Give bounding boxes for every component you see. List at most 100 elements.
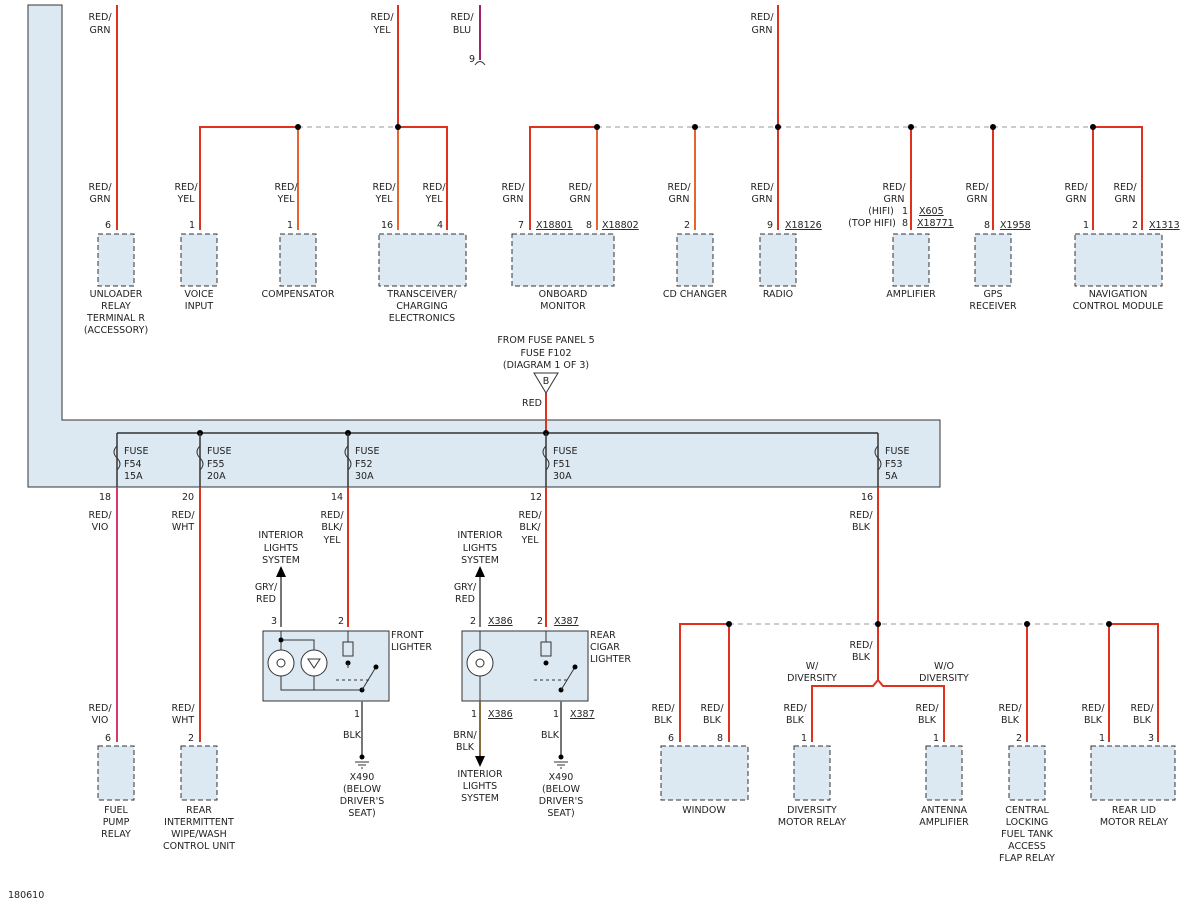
wire-label: RED/ <box>320 510 344 521</box>
fuse-label: FUSE <box>124 446 148 457</box>
pin-number: 7 <box>518 220 524 231</box>
bottom-right-wires <box>679 621 1159 742</box>
wire-label: RED/ <box>849 640 873 651</box>
connector-id: X605 <box>919 206 944 217</box>
ground-label: DRIVER'S <box>340 796 384 807</box>
wire-label: RED/ <box>651 703 675 714</box>
wire-label: GRN <box>966 194 987 205</box>
wire-label: GRN <box>751 194 772 205</box>
wire-label: BLK <box>852 652 871 663</box>
wire-label: RED/ <box>750 12 774 23</box>
ground-icon <box>355 754 369 769</box>
wire-label: RED/ <box>882 182 906 193</box>
ground-label: SEAT) <box>547 808 574 819</box>
ground-label: X490 <box>549 772 574 783</box>
wire-label: BLK/ <box>519 522 541 533</box>
component-name: WIPE/WASH <box>171 829 227 840</box>
pin-number: 2 <box>537 616 543 627</box>
ground-label: (BELOW <box>343 784 382 795</box>
connector-id: X18801 <box>536 220 573 231</box>
wire-label: GRN <box>1114 194 1135 205</box>
wire-label: GRY/ <box>255 582 278 593</box>
wire-label: WHT <box>172 522 195 533</box>
interior-label: SYSTEM <box>461 555 499 566</box>
component-name: UNLOADER <box>90 289 143 300</box>
component-name: REAR <box>590 630 616 641</box>
interior-label: SYSTEM <box>262 555 300 566</box>
fuse-amp: 30A <box>553 471 572 482</box>
fuse-amp: 20A <box>207 471 226 482</box>
fuse-source-line: (DIAGRAM 1 OF 3) <box>503 360 589 371</box>
pin-number: 1 <box>354 709 360 720</box>
fuse-label: FUSE <box>553 446 577 457</box>
wire-label: BRN/ <box>453 730 477 741</box>
component-name: REAR LID <box>1112 805 1156 816</box>
wire-label: RED/ <box>750 182 774 193</box>
wire-label: RED/ <box>915 703 939 714</box>
wire-label: BLK <box>456 742 475 753</box>
wire-label: RED/ <box>372 182 396 193</box>
pin-number: 18 <box>99 492 111 503</box>
variant-label: (TOP HIFI) <box>848 218 896 229</box>
wire-label: YEL <box>372 25 391 36</box>
pin-number: 20 <box>182 492 194 503</box>
component-name: WINDOW <box>682 805 726 816</box>
pin-number: 12 <box>530 492 542 503</box>
fuse-symbols <box>113 433 882 487</box>
fuse-panel-frame <box>27 4 941 488</box>
wire-label: GRN <box>89 194 110 205</box>
wire-label: RED/ <box>1064 182 1088 193</box>
top-wires <box>116 5 779 230</box>
wire-label: BLK <box>1001 715 1020 726</box>
wire-label: RED/ <box>174 182 198 193</box>
fuse-label: FUSE <box>885 446 909 457</box>
fuse-id: F52 <box>355 459 373 470</box>
ground-label: X490 <box>350 772 375 783</box>
connector-id: X386 <box>488 616 513 627</box>
wire-label: RED/ <box>422 182 446 193</box>
component-name: LOCKING <box>1006 817 1049 828</box>
pin-number: 3 <box>271 616 277 627</box>
pin-number: 1 <box>801 733 807 744</box>
wire-label: YEL <box>322 535 341 546</box>
pin-number: 1 <box>553 709 559 720</box>
fuel-pump-relay-box <box>97 745 135 801</box>
wire-label: RED/ <box>1113 182 1137 193</box>
wire-label: GRN <box>569 194 590 205</box>
component-name: ANTENNA <box>921 805 968 816</box>
pin-number: 1 <box>287 220 293 231</box>
interior-label: INTERIOR <box>457 530 503 541</box>
pin-number: 2 <box>1132 220 1138 231</box>
wire-label: GRN <box>751 25 772 36</box>
wire-label: WHT <box>172 715 195 726</box>
component-name: MOTOR RELAY <box>778 817 846 828</box>
fuse-id: F54 <box>124 459 142 470</box>
bottom-right-boxes <box>660 745 1176 801</box>
component-name: COMPENSATOR <box>262 289 335 300</box>
wire-label: BLK <box>918 715 937 726</box>
wire-label: RED/ <box>1081 703 1105 714</box>
component-name: MONITOR <box>540 301 586 312</box>
pin-number: 2 <box>684 220 690 231</box>
wire-label: YEL <box>424 194 443 205</box>
component-name: FRONT <box>391 630 424 641</box>
wire-label: GRN <box>1065 194 1086 205</box>
wire-label: BLK <box>852 522 871 533</box>
component-name: RELAY <box>101 301 131 312</box>
component-name: INPUT <box>185 301 214 312</box>
fuse-amp: 15A <box>124 471 143 482</box>
component-name: NAVIGATION <box>1089 289 1148 300</box>
wire-label: BLK <box>786 715 805 726</box>
interior-label: INTERIOR <box>258 530 304 541</box>
wire-label: RED/ <box>700 703 724 714</box>
component-name: TRANSCEIVER/ <box>386 289 457 300</box>
ground-label: (BELOW <box>542 784 581 795</box>
pin-number: 6 <box>668 733 674 744</box>
pin-number: 8 <box>902 218 908 229</box>
wire-label: RED <box>455 594 475 605</box>
wire-label: BLU <box>453 25 471 36</box>
component-name: CONTROL MODULE <box>1073 301 1164 312</box>
ground-icon <box>554 754 568 769</box>
connector-flag-letter: B <box>543 376 550 387</box>
